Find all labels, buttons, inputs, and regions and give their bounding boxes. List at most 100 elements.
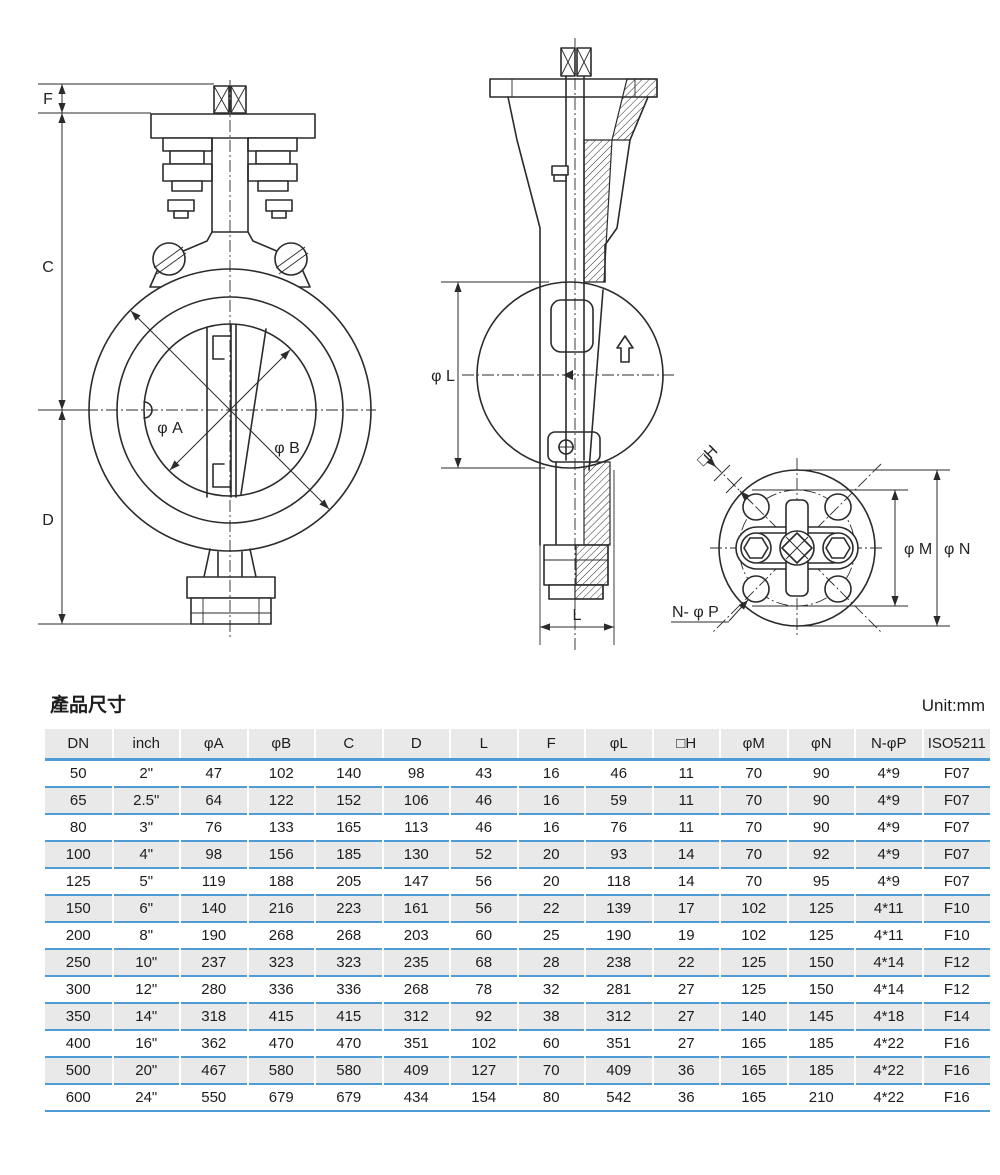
table-cell: 16 xyxy=(516,759,585,787)
table-cell: 216 xyxy=(246,894,315,922)
table-cell: 185 xyxy=(786,1029,855,1057)
table-cell: 16" xyxy=(111,1029,180,1057)
table-cell: 46 xyxy=(584,759,653,787)
table-cell: 102 xyxy=(449,1029,518,1057)
bottom-foot-front xyxy=(186,548,276,625)
table-cell: 351 xyxy=(584,1029,653,1057)
table-cell: 580 xyxy=(314,1056,383,1084)
table-cell: 223 xyxy=(314,894,383,922)
valve-technical-drawing: φ A φ B F C D xyxy=(38,38,970,652)
table-cell: 36 xyxy=(651,1056,720,1084)
stem-top-right xyxy=(230,85,247,114)
section-hatch-stem xyxy=(583,139,613,283)
column-header: DN xyxy=(45,729,113,761)
table-cell: 415 xyxy=(314,1002,383,1030)
phiL-dimension: φ L xyxy=(431,281,549,469)
table-cell: 92 xyxy=(786,840,855,868)
table-cell: 125 xyxy=(719,948,788,976)
table-cell: 280 xyxy=(179,975,248,1003)
dim-label-phiM: φ M xyxy=(904,541,932,558)
table-cell: 80 xyxy=(45,813,113,841)
table-cell: 679 xyxy=(314,1083,383,1112)
table-cell: 119 xyxy=(179,867,248,895)
phiN-dimension: φ N xyxy=(800,469,970,627)
table-cell: F07 xyxy=(921,813,990,841)
table-cell: 16 xyxy=(516,786,585,814)
table-cell: 165 xyxy=(719,1056,788,1084)
table-cell: 210 xyxy=(786,1083,855,1112)
table-cell: 4*11 xyxy=(854,921,923,949)
page-title: 產品尺寸 xyxy=(50,695,127,716)
table-cell: 100 xyxy=(45,840,113,868)
table-cell: 312 xyxy=(381,1002,450,1030)
table-cell: 56 xyxy=(449,867,518,895)
column-header: φB xyxy=(246,729,315,761)
table-cell: 323 xyxy=(246,948,315,976)
table-cell: 4*22 xyxy=(854,1029,923,1057)
table-cell: 46 xyxy=(449,786,518,814)
table-cell: F07 xyxy=(921,867,990,895)
table-cell: 70 xyxy=(719,840,788,868)
table-cell: 76 xyxy=(584,813,653,841)
table-cell: 147 xyxy=(381,867,450,895)
table-cell: 679 xyxy=(246,1083,315,1112)
flow-direction-arrow xyxy=(616,335,634,363)
table-cell: 14 xyxy=(651,840,720,868)
table-cell: 27 xyxy=(651,1002,720,1030)
table-cell: 467 xyxy=(179,1056,248,1084)
table-cell: 60 xyxy=(449,921,518,949)
table-cell: 4*9 xyxy=(854,840,923,868)
table-cell: 4*9 xyxy=(854,813,923,841)
table-cell: 542 xyxy=(584,1083,653,1112)
table-cell: F10 xyxy=(921,921,990,949)
table-cell: 409 xyxy=(584,1056,653,1084)
table-cell: 235 xyxy=(381,948,450,976)
NphiP-annotation: N- φ P xyxy=(671,599,749,623)
table-cell: 38 xyxy=(516,1002,585,1030)
table-cell: 14 xyxy=(651,867,720,895)
table-cell: 90 xyxy=(786,786,855,814)
table-cell: 268 xyxy=(246,921,315,949)
table-cell: 2.5" xyxy=(111,786,180,814)
table-cell: 281 xyxy=(584,975,653,1003)
table-cell: 125 xyxy=(786,894,855,922)
table-cell: 5" xyxy=(111,867,180,895)
table-cell: 68 xyxy=(449,948,518,976)
table-cell: 14" xyxy=(111,1002,180,1030)
unit-label: Unit:mm xyxy=(921,696,985,715)
table-cell: 268 xyxy=(381,975,450,1003)
table-cell: 351 xyxy=(381,1029,450,1057)
table-cell: 90 xyxy=(786,759,855,787)
table-cell: 17 xyxy=(651,894,720,922)
table-cell: 80 xyxy=(516,1083,585,1112)
front-dimensions: F C D xyxy=(38,83,214,625)
table-cell: 250 xyxy=(45,948,113,976)
table-cell: 580 xyxy=(246,1056,315,1084)
table-cell: 268 xyxy=(314,921,383,949)
table-cell: 150 xyxy=(45,894,113,922)
table-cell: 12" xyxy=(111,975,180,1003)
table-cell: F07 xyxy=(921,840,990,868)
column-header: L xyxy=(449,729,518,761)
table-cell: 64 xyxy=(179,786,248,814)
table-cell: 11 xyxy=(651,813,720,841)
table-cell: 500 xyxy=(45,1056,113,1084)
table-cell: 95 xyxy=(786,867,855,895)
table-cell: 25 xyxy=(516,921,585,949)
table-cell: 19 xyxy=(651,921,720,949)
table-cell: 56 xyxy=(449,894,518,922)
table-cell: 434 xyxy=(381,1083,450,1112)
column-header: F xyxy=(516,729,585,761)
table-cell: 125 xyxy=(719,975,788,1003)
drawing-svg: φ A φ B F C D xyxy=(38,38,970,652)
table-cell: 70 xyxy=(719,759,788,787)
table-cell: 102 xyxy=(719,921,788,949)
column-header: φM xyxy=(719,729,788,761)
table-cell: 190 xyxy=(584,921,653,949)
